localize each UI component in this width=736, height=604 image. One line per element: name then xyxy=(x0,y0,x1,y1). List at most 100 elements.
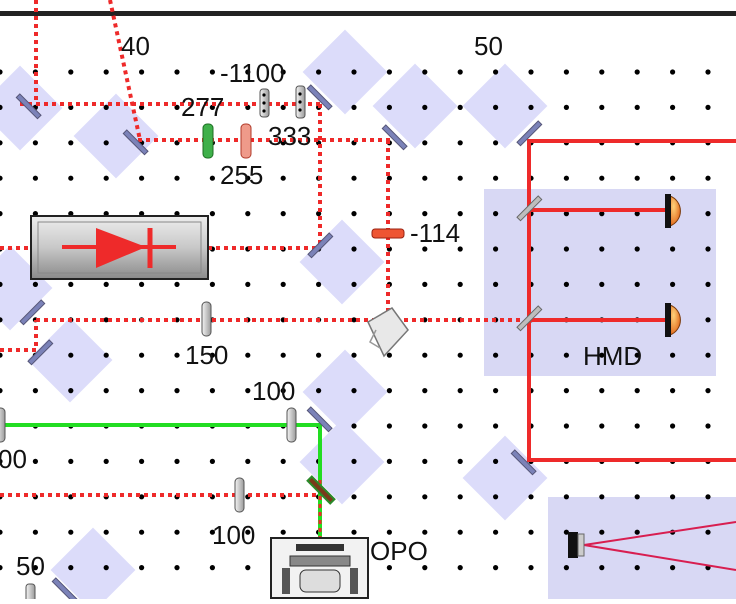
table-hole xyxy=(422,69,428,75)
table-hole xyxy=(457,246,463,252)
table-hole xyxy=(705,352,711,358)
table-hole xyxy=(209,281,215,287)
table-hole xyxy=(422,211,428,217)
label-277: 277 xyxy=(181,92,224,122)
table-hole xyxy=(351,529,357,535)
mirror-2 xyxy=(122,129,149,156)
table-hole xyxy=(599,281,605,287)
mirror-7 xyxy=(19,299,46,326)
table-hole xyxy=(563,246,570,252)
table-hole xyxy=(493,494,499,500)
table-hole xyxy=(493,565,499,571)
mirror-4 xyxy=(381,124,408,151)
solid-beams xyxy=(527,139,736,462)
table-hole xyxy=(280,281,286,287)
table-hole xyxy=(0,104,3,110)
lens-277 xyxy=(202,123,214,159)
table-hole xyxy=(245,352,251,358)
label-neg1100: -1100 xyxy=(220,58,285,88)
table-hole xyxy=(245,281,251,287)
table-hole xyxy=(32,565,39,571)
table-hole xyxy=(422,104,428,110)
table-hole xyxy=(32,458,39,464)
mirror-1 xyxy=(15,93,42,120)
table-hole xyxy=(563,352,570,358)
camera-sensor xyxy=(568,532,585,558)
label-150: 150 xyxy=(185,340,228,370)
table-hole xyxy=(670,104,676,110)
periscope-prism xyxy=(367,307,409,358)
table-hole xyxy=(245,388,251,394)
table-hole xyxy=(0,69,3,75)
ruler-mark-50: 50 xyxy=(474,31,503,61)
table-hole xyxy=(705,281,711,287)
table-hole xyxy=(457,104,463,110)
table-hole xyxy=(386,175,392,181)
table-hole xyxy=(280,529,286,535)
table-hole xyxy=(209,565,215,571)
table-hole xyxy=(493,211,499,217)
table-hole xyxy=(32,281,39,287)
table-hole xyxy=(705,211,711,217)
table-hole xyxy=(68,352,74,358)
table-hole xyxy=(174,281,180,287)
table-hole xyxy=(563,175,570,181)
label-100a: 100 xyxy=(252,376,295,406)
table-hole xyxy=(422,281,428,287)
table-hole xyxy=(280,388,286,394)
table-hole xyxy=(457,565,463,571)
label-333: 333 xyxy=(268,121,311,151)
beamsplitter-group xyxy=(516,195,543,332)
table-hole xyxy=(245,69,251,75)
table-hole xyxy=(174,211,180,217)
table-hole xyxy=(563,281,570,287)
table-hole xyxy=(422,529,428,535)
table-hole xyxy=(457,211,463,217)
table-hole xyxy=(174,565,180,571)
table-hole xyxy=(139,494,145,500)
table-hole xyxy=(351,317,357,323)
table-hole xyxy=(599,352,605,358)
table-hole xyxy=(209,69,215,75)
photodetector-2 xyxy=(665,303,681,337)
photodetector-1 xyxy=(665,194,681,228)
table-hole xyxy=(351,423,357,429)
table-hole xyxy=(209,104,215,110)
ruler-mark-40: 40 xyxy=(121,31,150,61)
table-hole xyxy=(280,104,286,110)
table-hole xyxy=(139,565,145,571)
table-hole xyxy=(0,211,3,217)
label-opo: OPO xyxy=(370,536,428,566)
table-hole xyxy=(634,494,640,500)
table-hole xyxy=(174,529,180,535)
table-hole xyxy=(316,69,322,75)
table-hole xyxy=(68,175,74,181)
table-hole xyxy=(493,281,499,287)
mount-3 xyxy=(302,29,388,115)
table-hole xyxy=(634,352,640,358)
table-hole xyxy=(493,246,499,252)
table-hole xyxy=(457,352,463,358)
table-hole xyxy=(422,388,428,394)
table-hole xyxy=(670,565,676,571)
table-hole xyxy=(493,175,499,181)
table-hole xyxy=(386,388,392,394)
table-hole xyxy=(670,352,676,358)
table-hole xyxy=(103,388,109,394)
table-hole xyxy=(103,281,109,287)
table-hole xyxy=(174,388,180,394)
table-hole xyxy=(316,388,322,394)
beam-hmd-loop xyxy=(527,139,736,462)
table-hole xyxy=(316,281,322,287)
lens-100b xyxy=(234,477,245,513)
label-255: 255 xyxy=(220,160,263,190)
table-hole xyxy=(103,352,109,358)
table-hole xyxy=(386,494,392,500)
table-edge xyxy=(0,11,736,16)
table-hole xyxy=(0,175,3,181)
label-100b: 100 xyxy=(212,520,255,550)
mount-12 xyxy=(50,527,136,604)
table-hole xyxy=(386,565,392,571)
table-hole xyxy=(599,104,605,110)
